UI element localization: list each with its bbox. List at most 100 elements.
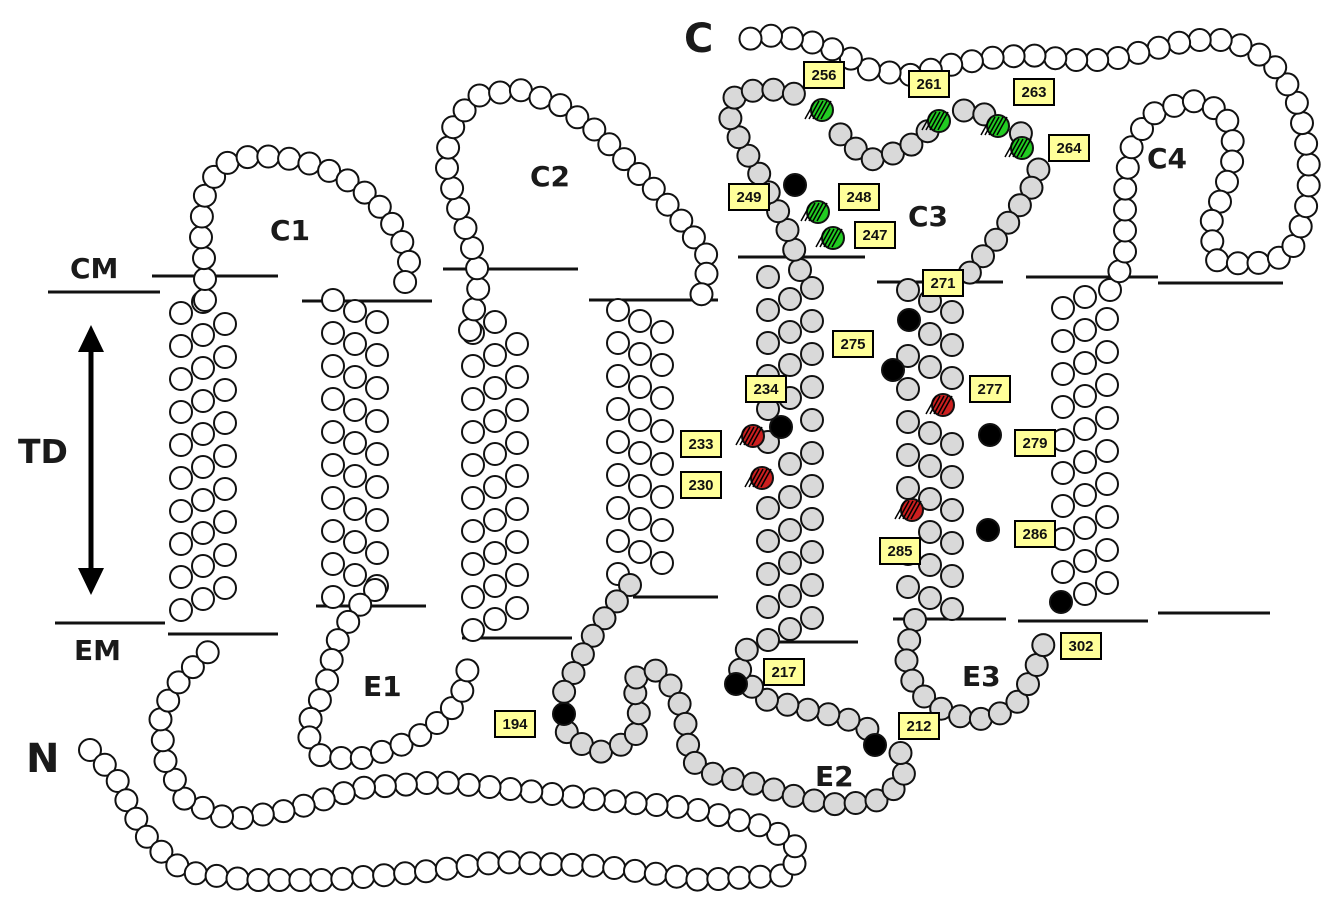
- residue: [1162, 93, 1187, 118]
- residue-highlighted: [800, 276, 824, 300]
- residue: [1073, 417, 1097, 441]
- residue-hatch: [739, 426, 751, 446]
- residue: [1288, 214, 1313, 239]
- residue: [191, 455, 215, 479]
- residue-tag-box: [763, 658, 805, 686]
- residue-highlighted: [918, 322, 942, 346]
- residue: [528, 85, 553, 110]
- residue: [213, 477, 237, 501]
- residue: [650, 419, 674, 443]
- residue: [1208, 28, 1233, 52]
- residue: [628, 441, 652, 465]
- residue: [1043, 46, 1068, 71]
- residue: [1095, 406, 1119, 430]
- residue-tag-264: 264: [1056, 140, 1082, 157]
- residue: [277, 146, 302, 171]
- residue: [505, 563, 529, 587]
- residue-hatch: [744, 468, 756, 488]
- residue: [483, 541, 507, 565]
- residue: [343, 365, 367, 389]
- residue-highlighted: [756, 562, 780, 586]
- residue-highlighted: [756, 298, 780, 322]
- residue: [291, 793, 316, 818]
- residue: [169, 301, 193, 325]
- residue: [628, 507, 652, 531]
- residue: [1113, 176, 1138, 201]
- residue: [681, 225, 706, 250]
- residue: [352, 775, 376, 800]
- residue-highlighted: [775, 218, 800, 242]
- residue-hatch: [1020, 138, 1032, 158]
- residue-highlighted: [828, 122, 853, 147]
- residue-hatch: [816, 100, 828, 120]
- residue-tag-box: [680, 430, 722, 458]
- residue: [1051, 461, 1075, 485]
- residue: [505, 332, 529, 356]
- residue: [191, 521, 215, 545]
- residue: [1073, 516, 1097, 540]
- residue: [606, 496, 630, 520]
- residue: [1220, 149, 1245, 174]
- residue: [192, 246, 216, 271]
- residue-tag-271: 271: [930, 275, 955, 292]
- residue: [425, 711, 449, 735]
- residue: [1095, 505, 1119, 529]
- residue: [189, 204, 214, 229]
- residue: [435, 770, 460, 795]
- residue: [343, 299, 367, 323]
- residue: [365, 442, 389, 466]
- residue: [1296, 152, 1321, 177]
- residue: [461, 453, 485, 477]
- residue: [393, 772, 418, 797]
- residue-highlighted: [948, 704, 973, 729]
- residue: [446, 196, 471, 221]
- residue: [189, 225, 213, 250]
- residue-highlighted: [741, 771, 766, 796]
- residue-highlighted: [940, 498, 964, 522]
- residue: [476, 851, 501, 876]
- residue-highlighted: [896, 278, 920, 302]
- residue-highlighted: [843, 791, 868, 815]
- residue: [321, 321, 345, 345]
- residue: [602, 789, 627, 814]
- residue-highlighted: [899, 132, 924, 157]
- residue: [1187, 28, 1212, 52]
- residue: [456, 772, 481, 797]
- residue-highlighted: [894, 648, 919, 673]
- residue: [1001, 44, 1026, 69]
- residue: [393, 861, 418, 886]
- residue: [365, 541, 389, 565]
- residue: [582, 117, 607, 142]
- residue: [655, 192, 680, 217]
- residue-hatch: [760, 468, 772, 488]
- residue: [390, 230, 415, 254]
- residue: [169, 433, 193, 457]
- residue-highlighted: [778, 353, 802, 377]
- residue: [439, 696, 464, 721]
- residue-highlighted: [552, 679, 577, 704]
- residue: [1146, 35, 1171, 60]
- residue: [169, 367, 193, 391]
- residue: [461, 420, 485, 444]
- residue: [335, 168, 360, 193]
- residue-highlighted: [736, 143, 761, 168]
- residue: [498, 777, 523, 801]
- residue-tag-194: 194: [502, 716, 528, 733]
- residue: [434, 856, 459, 881]
- residue: [461, 585, 485, 609]
- residue-tag-box: [832, 330, 874, 358]
- residue: [435, 155, 459, 180]
- residue: [1119, 135, 1144, 160]
- residue: [343, 530, 367, 554]
- residue-highlighted: [918, 421, 942, 445]
- residue: [321, 387, 345, 411]
- residue: [483, 607, 507, 631]
- residue-highlighted: [589, 739, 613, 764]
- residue-highlighted: [896, 443, 920, 467]
- residue: [505, 398, 529, 422]
- residue-highlighted: [682, 750, 707, 775]
- residue-hatch: [984, 116, 996, 136]
- residue: [650, 353, 674, 377]
- residue: [465, 256, 490, 281]
